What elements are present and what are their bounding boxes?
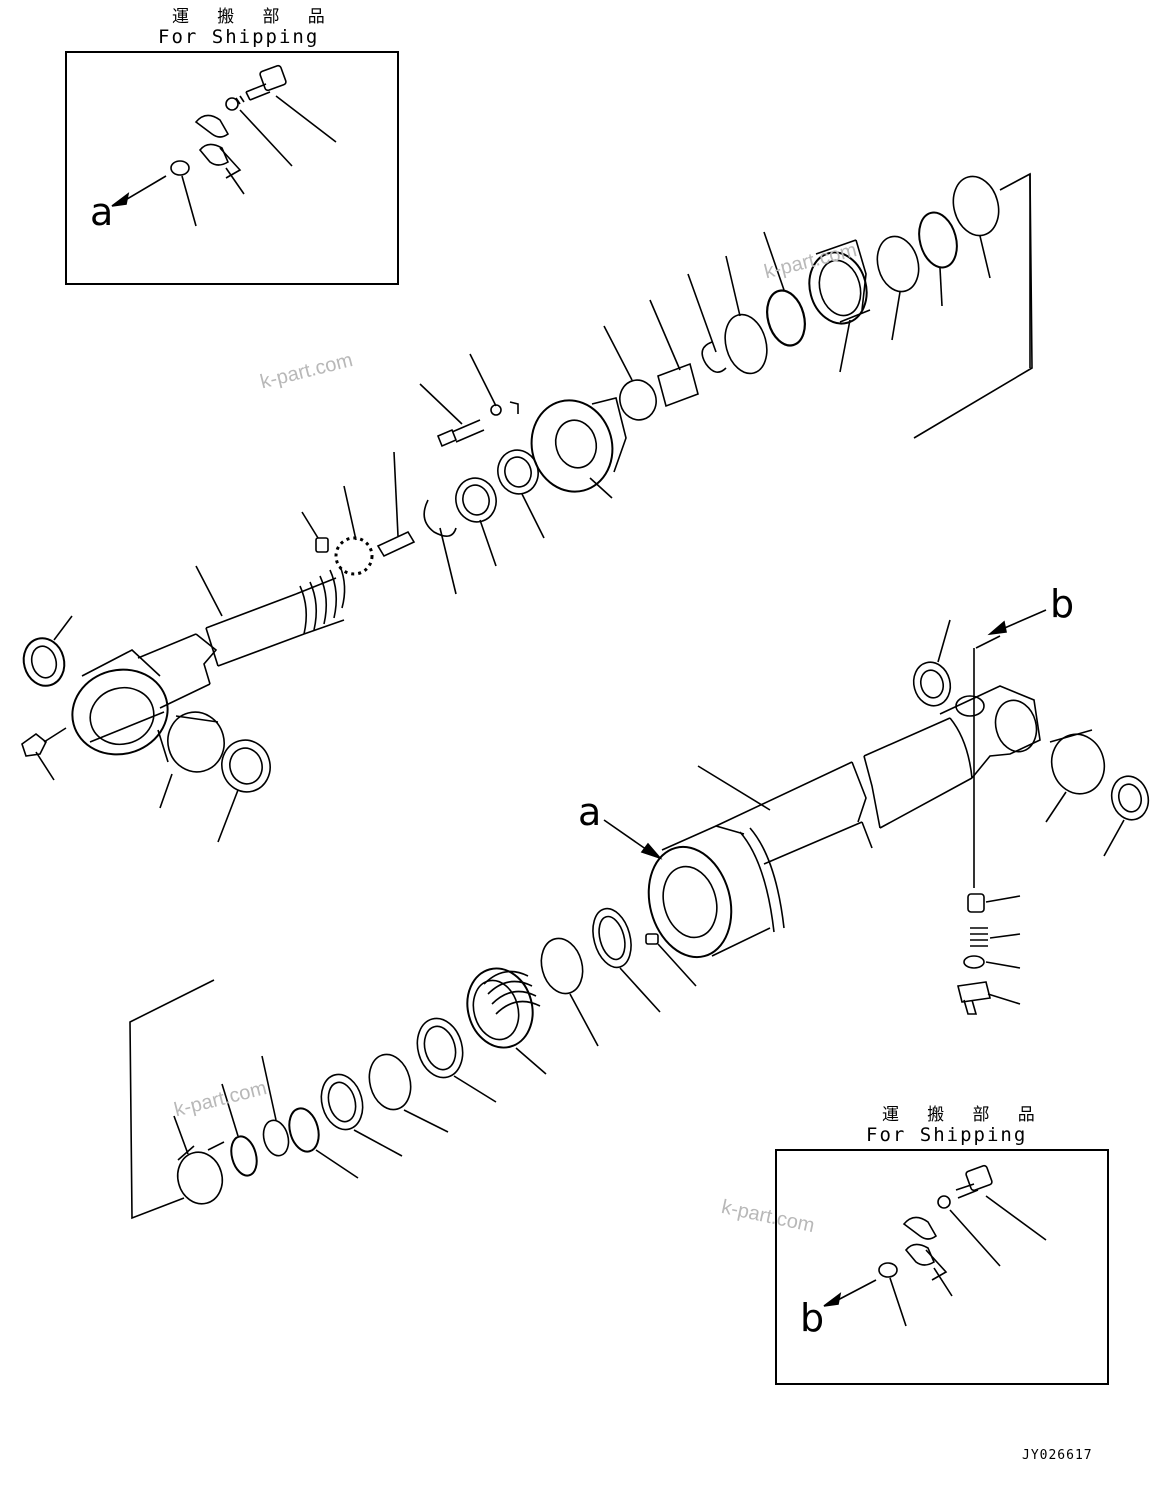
clamp-bolt-a xyxy=(235,64,287,105)
drawing-code: JY026617 xyxy=(1022,1448,1093,1463)
arrow-label-a-box: a xyxy=(90,190,114,234)
rod-assembly xyxy=(21,172,1033,843)
shipping-title-en-a: For Shipping xyxy=(158,26,320,48)
washer-a xyxy=(225,97,239,111)
shipping-box-a xyxy=(65,51,399,285)
cylinder-tube xyxy=(603,609,1150,1015)
callout-a: a xyxy=(578,790,602,834)
clamp-half-a xyxy=(194,114,230,138)
shipping-title-en-b: For Shipping xyxy=(866,1124,1028,1146)
arrow-label-b-box: b xyxy=(800,1296,825,1340)
shipping-title-jp-a: 運 搬 部 品 xyxy=(172,7,334,27)
piston-seal-stack xyxy=(129,907,661,1220)
shipping-box-b xyxy=(775,1149,1109,1385)
callout-b: b xyxy=(1050,582,1075,626)
shipping-title-jp-b: 運 搬 部 品 xyxy=(882,1105,1044,1125)
clamp-bolt-b xyxy=(955,1164,993,1199)
nut-a xyxy=(170,160,190,176)
